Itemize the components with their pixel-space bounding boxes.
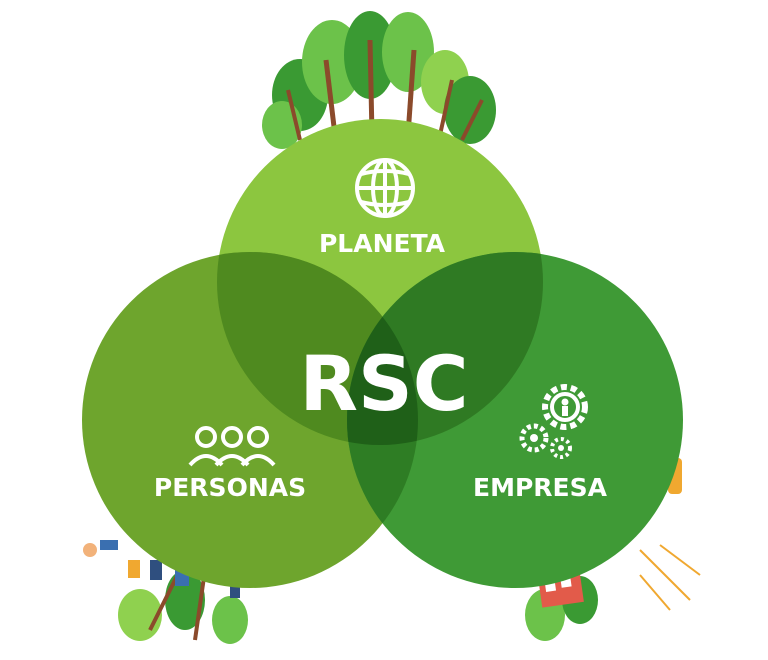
tree-icon xyxy=(262,11,496,149)
people-icon xyxy=(188,426,276,467)
globe-icon xyxy=(355,158,415,218)
personas-label: PERSONAS xyxy=(154,473,306,502)
gears-icon xyxy=(519,384,588,459)
center-label: RSC xyxy=(299,339,468,428)
forest-decoration xyxy=(262,11,496,149)
planeta-label: PLANETA xyxy=(319,229,446,258)
empresa-label: EMPRESA xyxy=(473,473,608,502)
city-scene-decoration xyxy=(525,458,701,641)
